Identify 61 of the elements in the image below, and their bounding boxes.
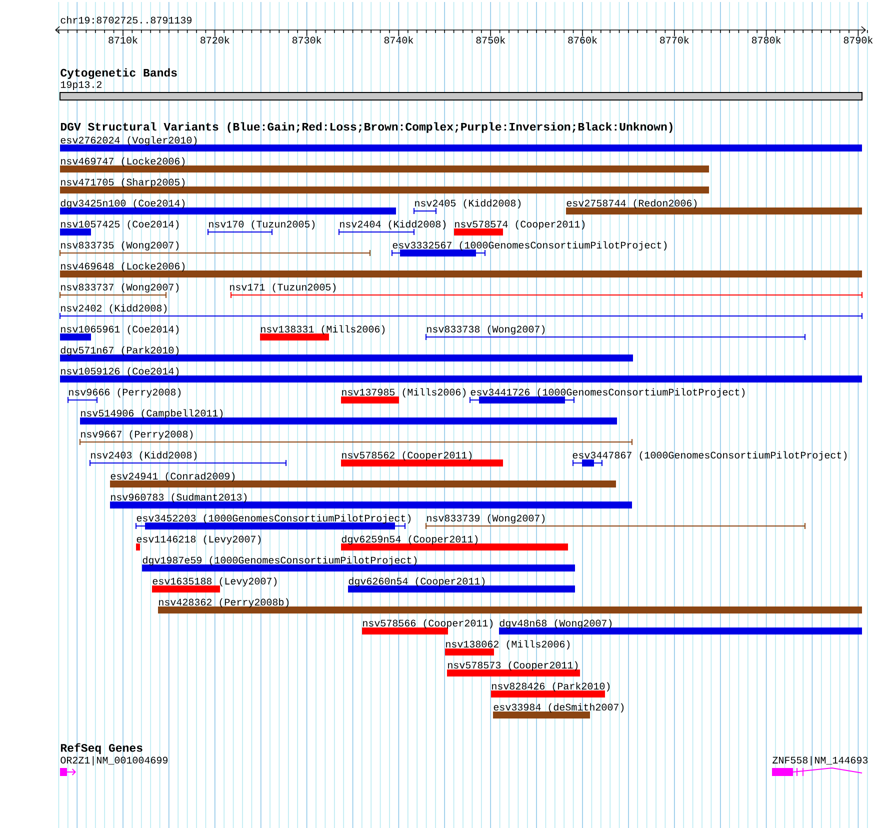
variant-label: nsv1059126 (Coe2014) [61, 367, 179, 377]
variant-label: nsv138062 (Mills2006) [446, 640, 570, 650]
variant-label: nsv578573 (Cooper2011) [448, 661, 578, 671]
tick-label: 8740k [384, 36, 414, 44]
variant-label: nsv469747 (Locke2006) [61, 157, 185, 167]
tick-label: 8710k [108, 36, 138, 44]
tick-label: 8790k [844, 36, 873, 44]
variant-label: nsv138331 (Mills2006) [261, 325, 385, 335]
variant-label: esv1635188 (Levy2007) [152, 577, 277, 587]
band-label: 19p13.2 [60, 81, 102, 90]
variant-label: esv1146218 (Levy2007) [136, 535, 261, 545]
variant-label: nsv514906 (Campbell2011) [81, 409, 223, 419]
variant-label: nsv137985 (Mills2006) [342, 388, 466, 398]
gene-label: OR2Z1|NM_001004699 [60, 756, 168, 766]
variant-label: dgv48n68 (Wong2007) [500, 619, 612, 629]
variant-label: nsv471705 (Sharp2005) [61, 178, 185, 188]
variant-label: dgv3425n100 (Coe2014) [60, 199, 185, 209]
tick-label: 8760k [568, 36, 597, 44]
variant-label: esv2762024 (Vogler2010) [60, 136, 197, 146]
variant-label: esv33984 (deSmith2007) [494, 703, 624, 713]
variant-label: esv24941 (Conrad2009) [110, 472, 235, 482]
variant-label: nsv428362 (Perry2008b) [159, 598, 289, 608]
track-title: DGV Structural Variants (Blue:Gain;Red:Loss;Brown:Complex;Purple:Inversion;Black:Unknown) [60, 122, 672, 133]
variant-label: nsv171 (Tuzun2005) [230, 283, 336, 293]
variant-label: nsv828426 (Park2010) [492, 682, 610, 692]
variant-label: esv3332567 (1000GenomesConsortiumPilotProject) [392, 241, 667, 251]
variant-label: dgv1987e59 (1000GenomesConsortiumPilotProject) [142, 556, 417, 566]
variant-label: nsv2404 (Kidd2008) [340, 220, 446, 230]
variant-label: nsv170 (Tuzun2005) [209, 220, 315, 230]
variant-label: nsv578574 (Cooper2011) [455, 220, 585, 230]
track-title: Cytogenetic Bands [60, 68, 177, 79]
tick-label: 8750k [476, 36, 506, 44]
gene-label: ZNF558|NM_144693 [772, 756, 868, 766]
variant-label: nsv578566 (Cooper2011) [363, 619, 493, 629]
variant-label: nsv833739 (Wong2007) [427, 514, 545, 524]
variant-label: dgv6260n54 (Cooper2011) [348, 577, 485, 587]
variant-label: nsv469648 (Locke2006) [61, 262, 185, 272]
variant-label: nsv833738 (Wong2007) [427, 325, 545, 335]
tick-label: 8780k [752, 36, 781, 44]
tick-label: 8720k [200, 36, 230, 44]
variant-label: nsv9666 (Perry2008) [69, 388, 181, 398]
variant-label: dgv6259n54 (Cooper2011) [342, 535, 478, 545]
variant-label: esv2758744 (Redon2006) [566, 199, 697, 209]
variant-label: nsv578562 (Cooper2011) [342, 451, 472, 461]
coordinate-label: chr19:8702725..8791139 [60, 16, 192, 24]
variant-label: esv3447867 (1000GenomesConsortiumPilotProject) [572, 451, 847, 461]
variant-label: nsv2405 (Kidd2008) [415, 199, 521, 209]
track-title: RefSeq Genes [60, 743, 142, 754]
tick-label: 8730k [292, 36, 322, 44]
variant-label: nsv1057425 (Coe2014) [61, 220, 179, 230]
variant-label: esv3441726 (1000GenomesConsortiumPilotProject) [470, 388, 745, 398]
variant-label: nsv833737 (Wong2007) [61, 283, 179, 293]
variant-label: nsv833735 (Wong2007) [61, 241, 179, 251]
tick-label: 8770k [660, 36, 689, 44]
variant-label: nsv1065961 (Coe2014) [61, 325, 179, 335]
variant-label: nsv960783 (Sudmant2013) [111, 493, 247, 503]
variant-label: nsv9667 (Perry2008) [81, 430, 193, 440]
variant-label: nsv2403 (Kidd2008) [91, 451, 197, 461]
variant-label: nsv2402 (Kidd2008) [61, 304, 167, 314]
variant-label: esv3452203 (1000GenomesConsortiumPilotProject) [136, 514, 411, 524]
variant-label: dgv571n67 (Park2010) [60, 346, 179, 356]
